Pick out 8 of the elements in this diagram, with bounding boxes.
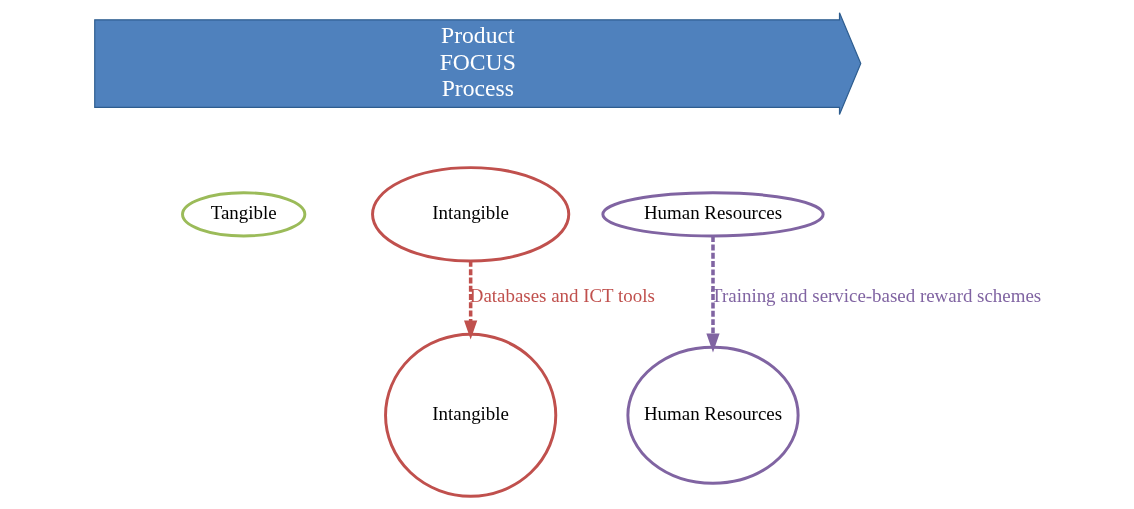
node-ellipse: Intangible xyxy=(371,166,571,263)
node-ellipse: Human Resources xyxy=(601,191,825,238)
arrow xyxy=(464,261,478,340)
node-circle: Intangible xyxy=(384,332,558,498)
edge-label: Databases and ICT tools xyxy=(469,285,655,307)
node-ellipse: Tangible xyxy=(181,191,307,238)
arrow xyxy=(706,236,720,353)
node-ellipse: Human Resources xyxy=(626,345,800,485)
